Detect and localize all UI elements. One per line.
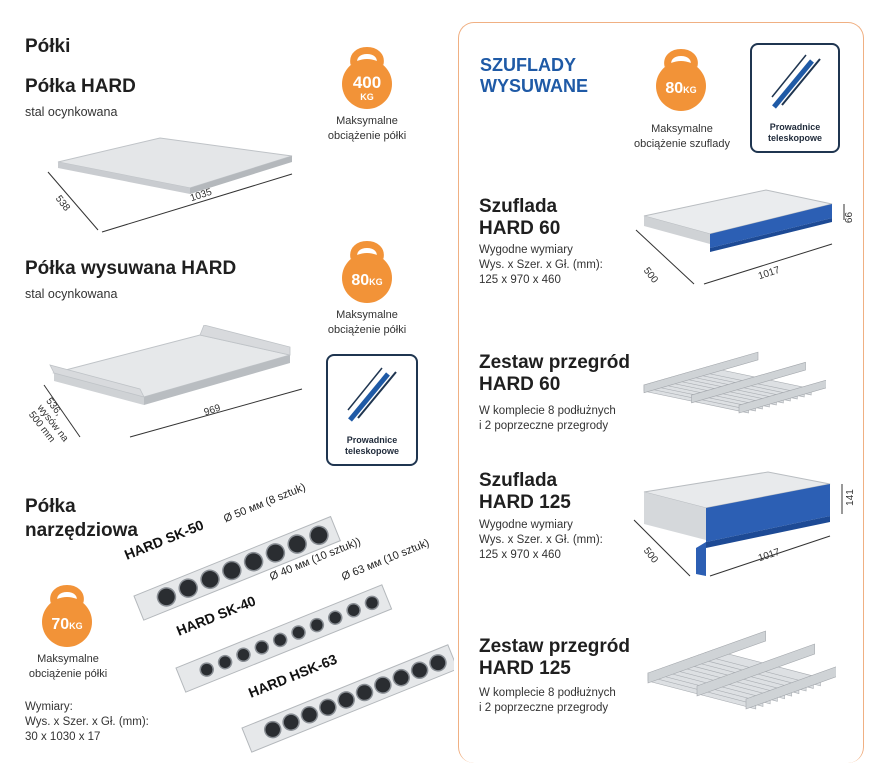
tool-hole (200, 569, 220, 590)
tool-hole (364, 595, 380, 611)
kettlebell-value: 400 (352, 73, 382, 92)
tool-hole (337, 691, 355, 709)
kettlebell-caption: Maksymalne obciążenie półki (327, 115, 407, 142)
divider-strip (738, 379, 826, 414)
tool-hole (236, 647, 251, 663)
kettlebell-unit: KG (360, 92, 374, 102)
tool-hole (309, 525, 329, 546)
divider-strip (745, 666, 836, 710)
tool-hole (217, 654, 233, 670)
tool-hole (429, 654, 447, 672)
drawer125-image (633, 471, 843, 577)
tool-bar-2 (175, 584, 393, 693)
kettlebell-value: 80KG (665, 80, 697, 97)
tool-hole (243, 551, 264, 572)
kettlebell-value: 80KG (351, 272, 383, 289)
tool-hole (309, 617, 325, 633)
kettlebell-caption: Maksymalne obciążenie szuflady (633, 123, 730, 150)
tool-hole (287, 534, 307, 554)
tool-hole (300, 706, 319, 724)
tool-shelf-dims: Wymiary: Wys. x Szer. x Gł. (mm): 30 x 1… (25, 701, 149, 743)
div60-image (643, 351, 826, 414)
tool-hole (222, 560, 242, 581)
tool-hole (265, 543, 286, 563)
sliding-shelf-title: Półka wysuwana HARD (25, 258, 237, 279)
tool-hole (392, 668, 410, 687)
tool-hole (346, 603, 361, 618)
tool-hole (291, 625, 306, 640)
tool-hole (319, 698, 337, 717)
kettlebell-caption: Maksymalne obciążenie półki (28, 653, 108, 680)
kettlebell-value: 70KG (51, 616, 83, 633)
tool-shelf-title-1: Półka (25, 496, 76, 517)
hard-shelf-title: Półka HARD (25, 76, 136, 97)
hard-shelf-material: stal ocynkowana (25, 105, 118, 119)
divider-strip (647, 630, 766, 684)
tool-bar-3 (241, 644, 454, 753)
tool-hole (263, 720, 282, 739)
sliding-shelf-image (43, 325, 303, 438)
sliding-shelf-material: stal ocynkowana (25, 287, 118, 301)
divider-strip (643, 351, 759, 394)
tool-hole (156, 587, 177, 607)
panel-title: SZUFLADY WYSUWANE (480, 55, 588, 96)
div125-image (647, 630, 836, 710)
tool-hole (282, 713, 300, 731)
kettlebell-icon: 80KG (340, 234, 394, 304)
kettlebell-caption: Maksymalne obciążenie półki (327, 309, 407, 336)
hard-shelf-image (47, 137, 293, 233)
drawer60-height: 66 (844, 211, 856, 224)
tool-hole (410, 661, 429, 680)
tool-hole (178, 578, 198, 598)
kettlebell-icon: 70KG (40, 578, 94, 648)
telescopic-rail-icon (347, 367, 397, 422)
tool-hole (254, 640, 270, 655)
drawer125-height: 141 (844, 489, 856, 506)
kettlebell-icon: 80KG (654, 42, 708, 112)
tool-shelf-title-2: narzędziowa (25, 520, 138, 541)
tool-hole (199, 662, 214, 677)
tool-hole (355, 683, 374, 702)
kettlebell-icon: 400 KG (340, 40, 394, 110)
drawer60-image (635, 189, 845, 285)
tool-hole (272, 632, 288, 648)
tool-hole (374, 676, 392, 694)
telescopic-rail-icon (771, 54, 821, 109)
tool-hole (327, 610, 343, 625)
tool-bar-1 (133, 515, 341, 621)
drawers-panel (458, 22, 864, 763)
divider-strip (691, 361, 806, 404)
divider-strip (696, 643, 815, 697)
section-title: Półki (25, 36, 71, 57)
